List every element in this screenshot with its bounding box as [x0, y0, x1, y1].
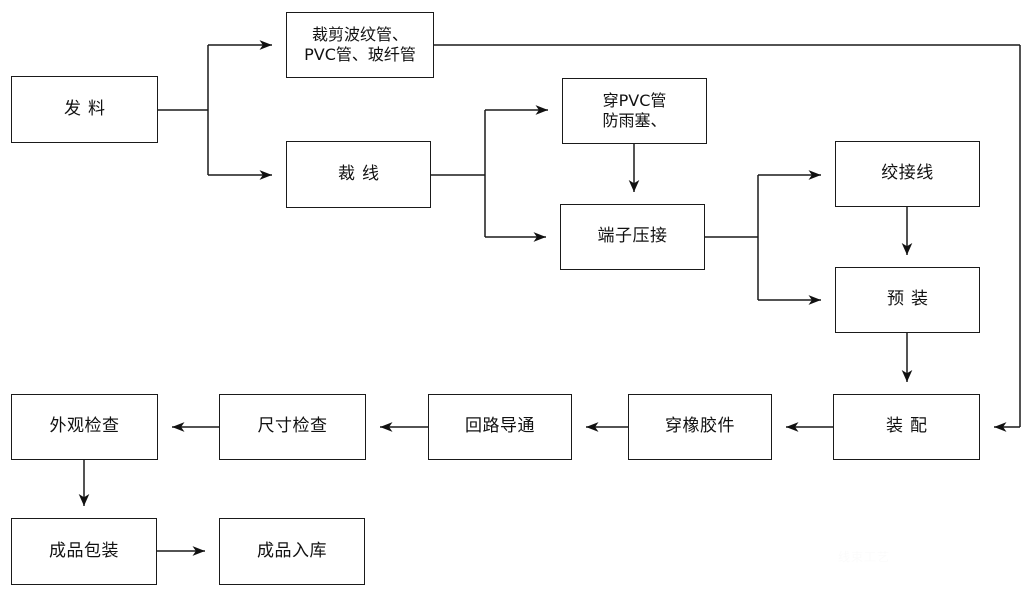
node-label: 绞接线	[881, 163, 934, 184]
node-chuan-pvc[interactable]: 穿PVC管 防雨塞、	[562, 78, 707, 144]
node-label-line2: 防雨塞、	[602, 111, 667, 130]
node-label-line1: 裁剪波纹管、	[311, 25, 408, 45]
node-label: 预装	[887, 289, 935, 310]
node-cheng-pin-ru-ku[interactable]: 成品入库	[219, 518, 365, 585]
node-label: 尺寸检查	[257, 416, 328, 437]
node-label: 裁线	[338, 163, 386, 184]
node-hui-lu-dao-tong[interactable]: 回路导通	[428, 394, 572, 460]
node-yu-zhuang[interactable]: 预装	[835, 267, 980, 333]
node-cai-xian[interactable]: 裁线	[286, 141, 431, 208]
node-label-line1: 穿PVC管	[602, 91, 667, 111]
node-duan-zi-ya-jie[interactable]: 端子压接	[560, 204, 705, 270]
node-zhuang-pei[interactable]: 装配	[833, 394, 980, 460]
node-label: 装配	[886, 416, 934, 437]
node-cai-jian-guan[interactable]: 裁剪波纹管、 PVC管、玻纤管	[286, 12, 434, 78]
node-label: 成品入库	[257, 540, 327, 561]
node-wai-guan-jian-cha[interactable]: 外观检查	[11, 394, 158, 460]
node-label: 外观检查	[49, 416, 120, 437]
watermark-text: 线束工艺	[838, 550, 891, 564]
node-chuan-xiang-jiao-jian[interactable]: 穿橡胶件	[628, 394, 772, 460]
node-label-line2: PVC管、玻纤管	[304, 45, 416, 64]
node-label: 穿橡胶件	[665, 416, 735, 437]
node-label: 成品包装	[49, 540, 119, 561]
node-label: 端子压接	[597, 226, 668, 247]
node-jiao-jie-xian[interactable]: 绞接线	[835, 141, 980, 207]
node-label: 回路导通	[465, 416, 535, 437]
node-chi-cun-jian-cha[interactable]: 尺寸检查	[219, 394, 366, 460]
node-fa-liao[interactable]: 发料	[11, 76, 158, 143]
node-cheng-pin-bao-zhuang[interactable]: 成品包装	[11, 518, 157, 585]
node-label: 发料	[64, 98, 112, 119]
